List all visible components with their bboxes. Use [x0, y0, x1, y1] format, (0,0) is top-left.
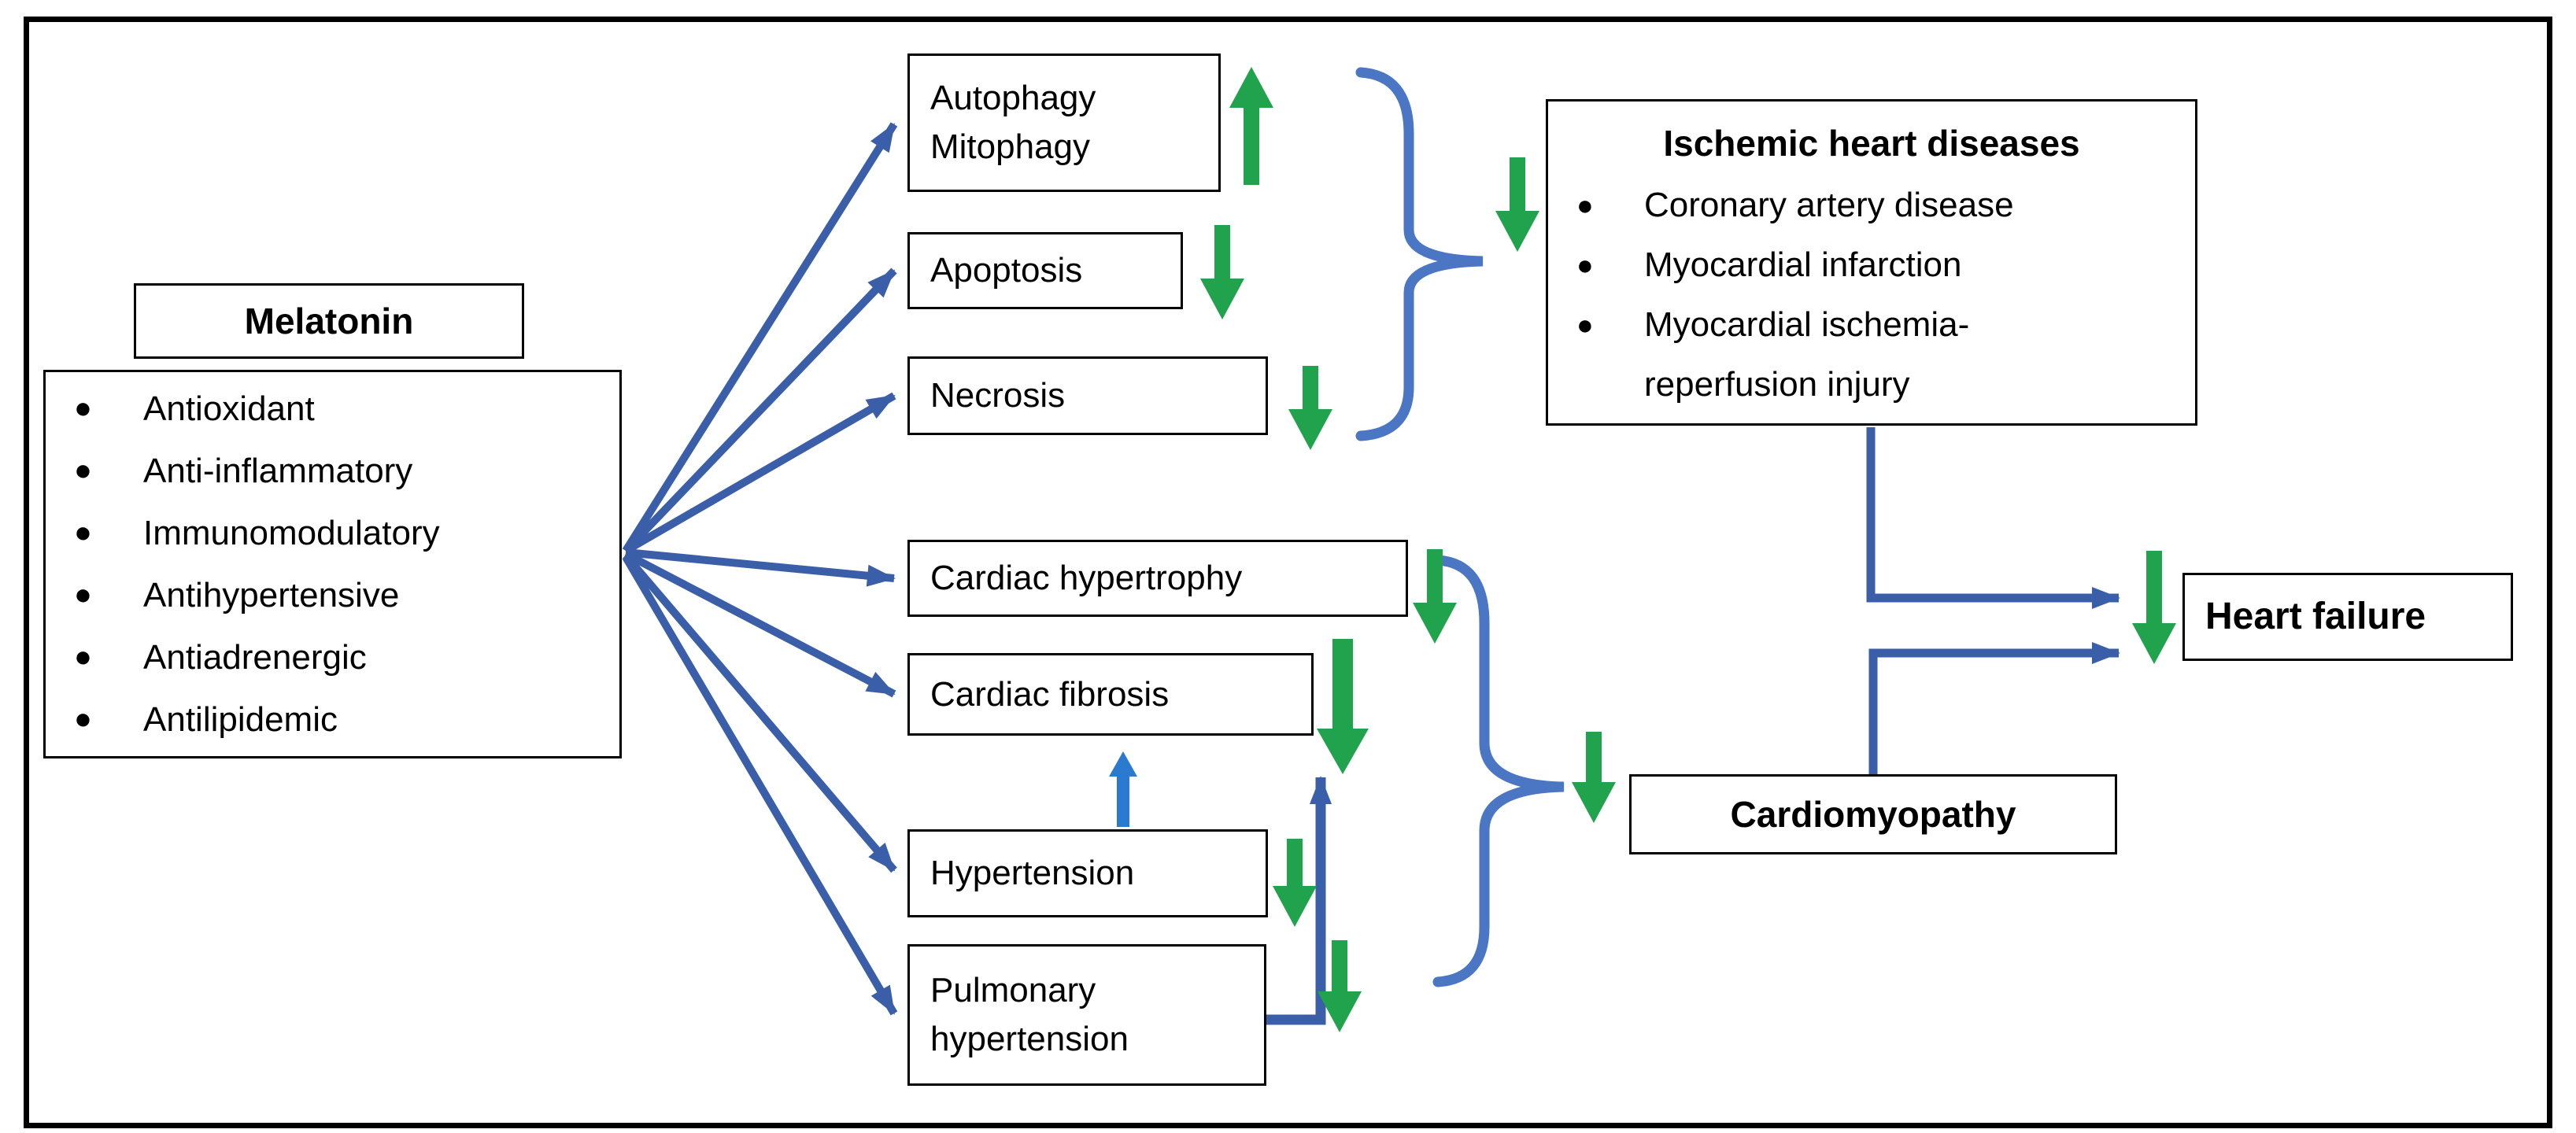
- cardiac-hypertrophy-decrease-arrow-icon: [1413, 549, 1457, 644]
- arrow-to-hypertension: [623, 552, 897, 873]
- melatonin-title-box: Melatonin: [134, 283, 524, 359]
- pulmonary-decrease-arrow-icon: [1318, 940, 1362, 1032]
- heart-failure-label: Heart failure: [2205, 596, 2426, 637]
- ischemic-to-heart-failure-connector: [1866, 427, 2120, 609]
- apoptosis-box: Apoptosis: [907, 232, 1183, 309]
- ischemic-group-brace-icon: [1355, 67, 1484, 441]
- bullet-icon: ●: [74, 578, 92, 611]
- bullet-icon: ●: [74, 640, 92, 674]
- cardiomyopathy-group-brace-icon: [1432, 555, 1565, 987]
- bullet-icon: ●: [74, 703, 92, 736]
- bullet-icon: ●: [74, 392, 92, 425]
- pulmonary-hypertension-box: Pulmonary hypertension: [907, 944, 1266, 1086]
- melatonin-title: Melatonin: [244, 301, 414, 341]
- arrow-to-cardiac-fibrosis: [623, 550, 896, 698]
- melatonin-properties-box: ●Antioxidant ●Anti-inflammatory ●Immunom…: [43, 370, 622, 758]
- necrosis-decrease-arrow-icon: [1288, 366, 1332, 450]
- pulmonary-to-fibrosis-connector: [1266, 776, 1332, 1025]
- autophagy-mitophagy-box: Autophagy Mitophagy: [907, 54, 1221, 192]
- cardiomyopathy-box: Cardiomyopathy: [1629, 774, 2117, 854]
- bullet-icon: ●: [74, 516, 92, 549]
- pulmonary-hypertension-label: Pulmonary hypertension: [930, 971, 1129, 1058]
- apoptosis-label: Apoptosis: [930, 251, 1083, 290]
- cardiomyopathy-to-heart-failure-connector: [1868, 642, 2120, 774]
- arrow-to-pulmonary-hypertension: [622, 555, 898, 1016]
- bullet-icon: ●: [74, 454, 92, 487]
- cardiomyopathy-label: Cardiomyopathy: [1730, 794, 2016, 835]
- list-item: ●Myocardial ischemia-reperfusion injury: [1576, 295, 2195, 415]
- arrow-to-apoptosis: [623, 268, 897, 554]
- autophagy-increase-arrow-icon: [1229, 67, 1273, 185]
- diagram-frame: [24, 17, 2552, 1128]
- bullet-icon: ●: [1576, 308, 1594, 341]
- heart-failure-box: Heart failure: [2182, 573, 2513, 661]
- bullet-icon: ●: [1576, 189, 1594, 221]
- cardiac-hypertrophy-box: Cardiac hypertrophy: [907, 540, 1408, 617]
- arrow-to-cardiac-hypertrophy: [625, 548, 896, 587]
- ischemic-list: ●Coronary artery disease ●Myocardial inf…: [1548, 175, 2195, 415]
- bullet-icon: ●: [1576, 249, 1594, 281]
- arrow-to-necrosis: [623, 392, 896, 555]
- cardiomyopathy-decrease-arrow-icon: [1572, 732, 1616, 823]
- melatonin-fan-arrows: [622, 122, 898, 1016]
- hypertension-decrease-arrow-icon: [1273, 839, 1317, 927]
- list-item: ●Antihypertensive: [74, 564, 619, 626]
- hypertension-to-fibrosis-up-arrow-icon: [1109, 751, 1137, 827]
- list-item: ●Antioxidant: [74, 378, 619, 440]
- list-item: ●Anti-inflammatory: [74, 440, 619, 502]
- ischemic-decrease-arrow-icon: [1495, 157, 1539, 252]
- cardiac-fibrosis-box: Cardiac fibrosis: [907, 653, 1314, 736]
- necrosis-label: Necrosis: [930, 376, 1066, 415]
- cardiac-fibrosis-decrease-arrow-icon: [1317, 639, 1369, 774]
- list-item: ●Myocardial infarction: [1576, 235, 2195, 295]
- hypertension-box: Hypertension: [907, 829, 1268, 917]
- melatonin-properties-list: ●Antioxidant ●Anti-inflammatory ●Immunom…: [46, 378, 619, 751]
- list-item: ●Immunomodulatory: [74, 502, 619, 564]
- effect-arrows: [1200, 67, 2176, 1032]
- mitophagy-label: Mitophagy: [930, 127, 1091, 166]
- cardiac-hypertrophy-label: Cardiac hypertrophy: [930, 559, 1243, 597]
- arrow-to-autophagy: [622, 122, 898, 553]
- necrosis-box: Necrosis: [907, 356, 1268, 435]
- list-item: ●Antilipidemic: [74, 688, 619, 751]
- autophagy-label: Autophagy: [930, 79, 1096, 117]
- ischemic-heart-diseases-box: Ischemic heart diseases ●Coronary artery…: [1546, 99, 2197, 426]
- apoptosis-decrease-arrow-icon: [1200, 225, 1244, 319]
- list-item: ●Coronary artery disease: [1576, 175, 2195, 235]
- heart-failure-decrease-arrow-icon: [2132, 551, 2176, 664]
- cardiac-fibrosis-label: Cardiac fibrosis: [930, 674, 1170, 714]
- list-item: ●Antiadrenergic: [74, 626, 619, 688]
- hypertension-label: Hypertension: [930, 854, 1135, 892]
- ischemic-title: Ischemic heart diseases: [1663, 123, 2080, 164]
